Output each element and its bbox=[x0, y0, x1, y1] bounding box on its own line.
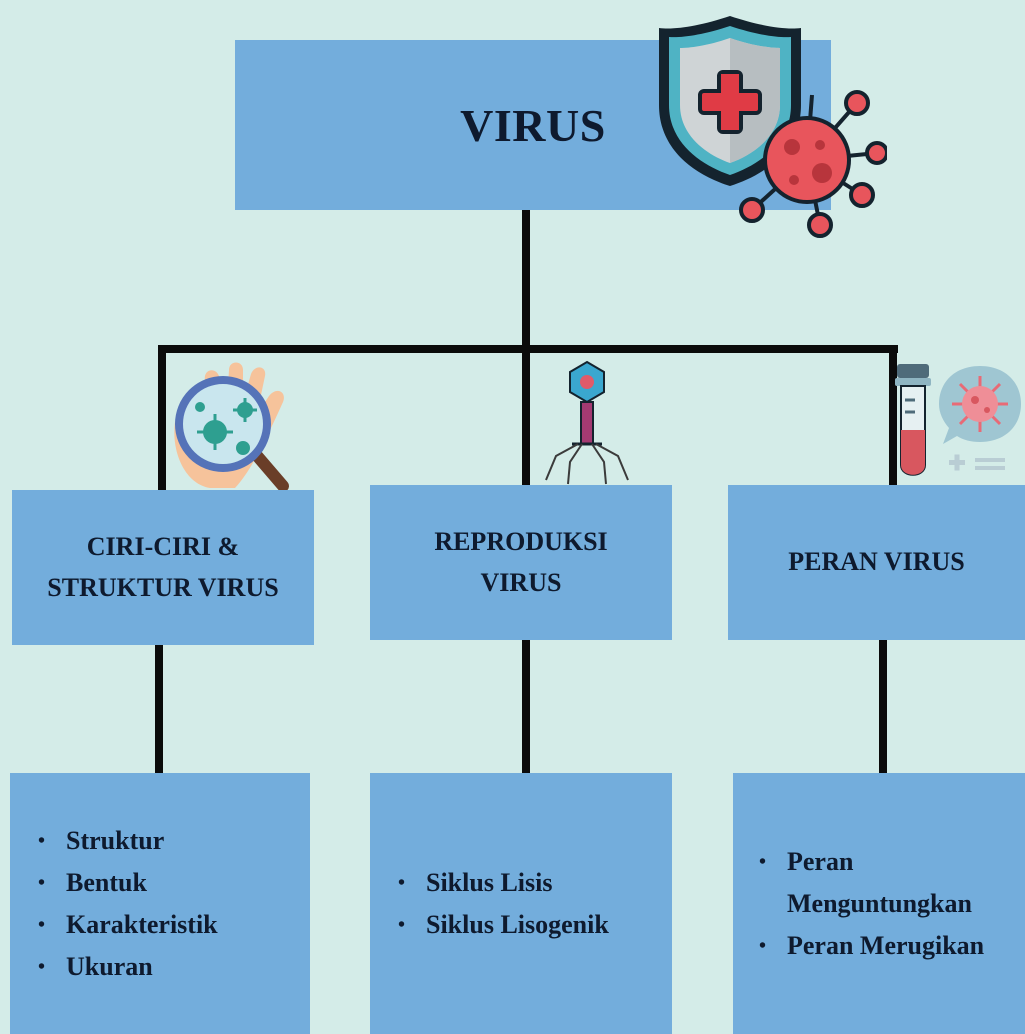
category-label-line: STRUKTUR VIRUS bbox=[47, 572, 279, 602]
shield-plus-icon bbox=[659, 16, 801, 186]
list-item: Peran Menguntungkan bbox=[759, 841, 984, 925]
detail-list: Peran Menguntungkan Peran Merugikan bbox=[759, 841, 984, 967]
list-item: Bentuk bbox=[38, 862, 218, 904]
category-node-ciri-struktur: CIRI-CIRI & STRUKTUR VIRUS bbox=[12, 490, 314, 645]
list-item-text: Peran bbox=[787, 846, 854, 876]
detail-list: Siklus Lisis Siklus Lisogenik bbox=[398, 862, 609, 946]
list-item: Struktur bbox=[38, 820, 218, 862]
test-tube-icon bbox=[895, 364, 931, 476]
magnifier-hand-icon bbox=[174, 362, 289, 490]
virus-speech-bubble-icon bbox=[939, 366, 1021, 471]
category-node-peran: PERAN VIRUS bbox=[728, 485, 1025, 640]
list-item-text: Menguntungkan bbox=[787, 888, 972, 918]
detail-list: Struktur Bentuk Karakteristik Ukuran bbox=[38, 820, 218, 988]
list-item: Karakteristik bbox=[38, 904, 218, 946]
detail-node-ciri-struktur: Struktur Bentuk Karakteristik Ukuran bbox=[10, 773, 310, 1034]
category-label-line: VIRUS bbox=[480, 567, 562, 597]
connector-right-down bbox=[889, 345, 897, 485]
category-node-reproduksi: REPRODUKSI VIRUS bbox=[370, 485, 672, 640]
connector-middle-detail bbox=[522, 640, 530, 773]
category-label-line: CIRI-CIRI & bbox=[86, 532, 240, 562]
list-item: Peran Merugikan bbox=[759, 925, 984, 967]
category-label-line: PERAN VIRUS bbox=[788, 547, 965, 577]
detail-node-reproduksi: Siklus Lisis Siklus Lisogenik bbox=[370, 773, 672, 1034]
list-item: Siklus Lisogenik bbox=[398, 904, 609, 946]
list-item: Ukuran bbox=[38, 946, 218, 988]
category-label-line: REPRODUKSI bbox=[434, 527, 608, 557]
root-title: VIRUS bbox=[460, 99, 606, 151]
bacteriophage-icon bbox=[545, 360, 629, 485]
connector-root-down bbox=[522, 210, 530, 350]
connector-left-detail bbox=[155, 645, 163, 773]
connector-middle-down bbox=[522, 345, 530, 485]
virus-icon bbox=[739, 90, 887, 238]
list-item: Siklus Lisis bbox=[398, 862, 609, 904]
detail-node-peran: Peran Menguntungkan Peran Merugikan bbox=[733, 773, 1025, 1034]
connector-left-down bbox=[158, 345, 166, 490]
connector-right-detail bbox=[879, 640, 887, 778]
